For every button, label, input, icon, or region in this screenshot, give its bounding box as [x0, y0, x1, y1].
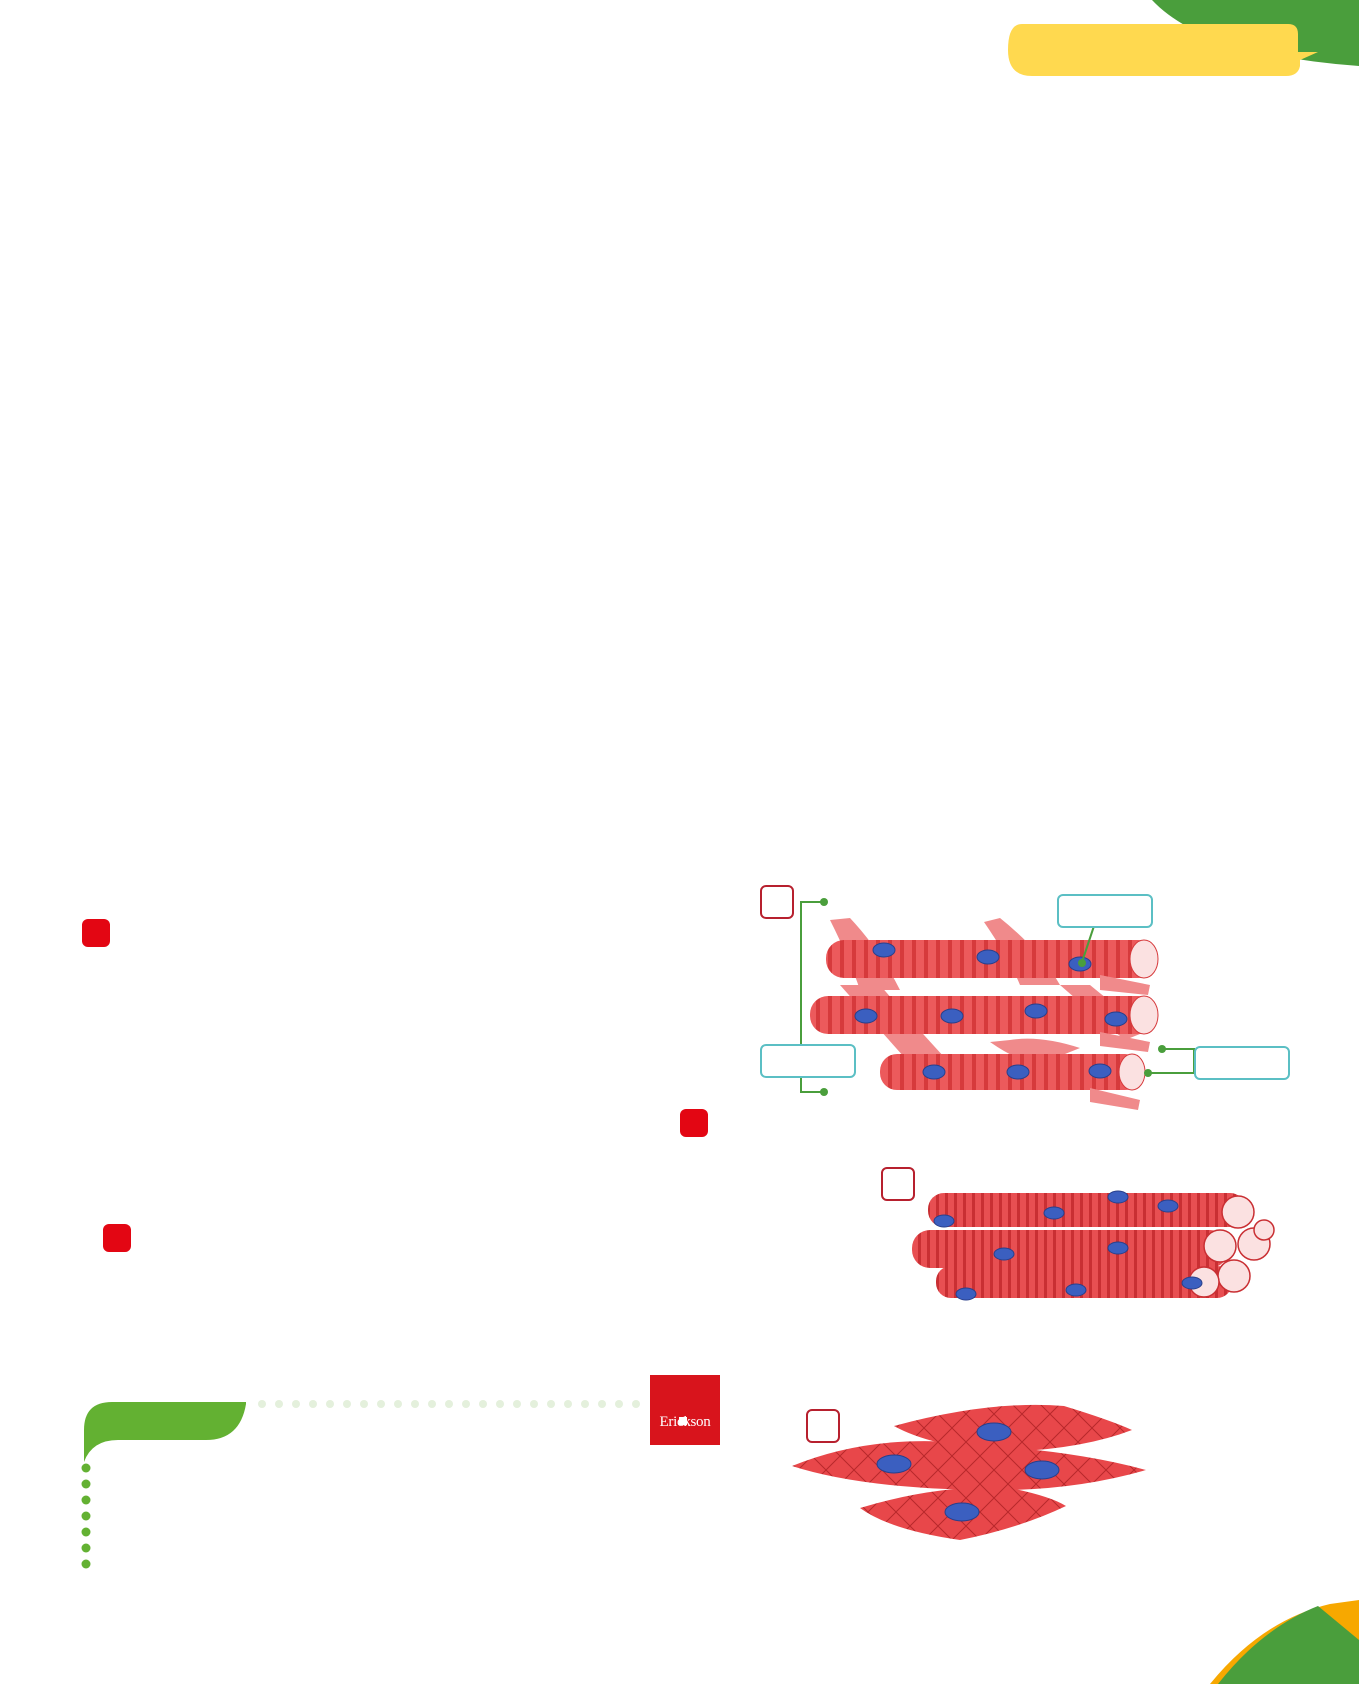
top-corner-decoration	[1008, 0, 1359, 76]
label-box-disc[interactable]	[1194, 1046, 1290, 1080]
bullet-marker-1	[82, 919, 110, 947]
cardiac-muscle-illustration	[800, 898, 1195, 1110]
bullet-marker-3	[103, 1224, 131, 1252]
bottom-corner-decoration	[1210, 1600, 1359, 1684]
skeletal-muscle-illustration	[912, 1190, 1275, 1301]
skeletal-answer-box[interactable]	[881, 1167, 915, 1201]
cardiac-answer-box[interactable]	[760, 885, 794, 919]
dotted-line-vertical	[81, 1463, 91, 1569]
publisher-logo: Erickson	[650, 1375, 720, 1445]
logo-text: Erickson	[659, 1414, 711, 1430]
logo-mark	[679, 1417, 687, 1425]
label-box-cell[interactable]	[760, 1044, 856, 1078]
smooth-muscle-illustration	[792, 1404, 1146, 1540]
smooth-answer-box[interactable]	[806, 1409, 840, 1443]
label-box-nucleus[interactable]	[1057, 894, 1153, 928]
callout-decoration	[81, 1400, 640, 1569]
dotted-line-horizontal	[258, 1400, 640, 1408]
bullet-marker-2	[680, 1109, 708, 1137]
